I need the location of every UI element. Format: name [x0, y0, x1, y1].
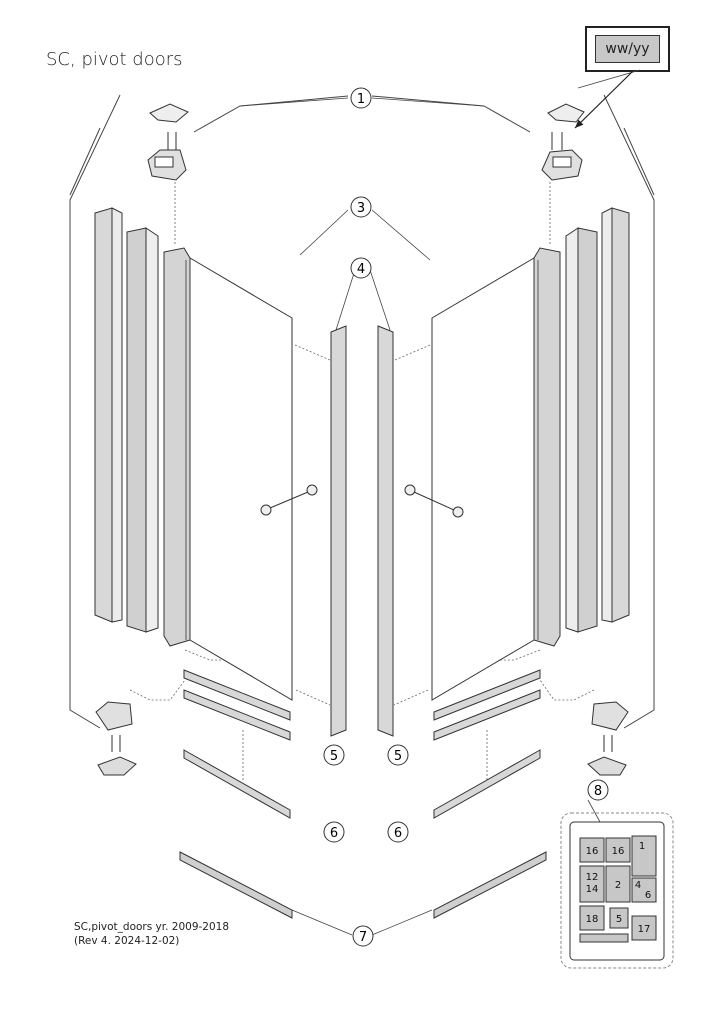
kit-label-1: 1: [639, 841, 645, 852]
kit-label-14: 14: [586, 884, 599, 895]
callout-1: 1: [350, 87, 372, 109]
kit-label-17: 17: [638, 924, 651, 935]
callout-1-label: 1: [357, 92, 365, 107]
callout-6-right: 6: [387, 821, 409, 843]
callout-8: 8: [587, 779, 609, 801]
center-profiles: [330, 325, 394, 737]
left-wall-profiles: [94, 207, 159, 633]
handles: [260, 484, 464, 518]
date-code-box: ww/yy: [585, 26, 670, 72]
callout-5-left: 5: [323, 744, 345, 766]
callout-3: 3: [350, 196, 372, 218]
right-door: [431, 247, 561, 701]
callout-7-label: 7: [359, 930, 367, 945]
kit-label-4: 4: [635, 880, 641, 891]
top-left-hinge: [147, 103, 189, 181]
callout-6-right-label: 6: [394, 826, 402, 841]
kit-label-2: 2: [615, 880, 621, 891]
callout-7: 7: [352, 925, 374, 947]
kit-label-6: 6: [645, 890, 651, 901]
kit-label-16b: 16: [612, 846, 625, 857]
parts-kit: 16 16 1 12 14 2 4 6 18 5 17: [560, 812, 674, 969]
bottom-left-hinge: [95, 701, 137, 776]
kit-label-16a: 16: [586, 846, 599, 857]
bottom-seals-left: [183, 669, 291, 741]
callout-5-left-label: 5: [330, 749, 338, 764]
kit-label-18: 18: [586, 914, 599, 925]
kit-label-5: 5: [616, 914, 622, 925]
footer-note: SC,pivot_doors yr. 2009-2018 (Rev 4. 202…: [74, 920, 229, 948]
bottom-right-hinge: [587, 701, 629, 776]
drip-profiles: [183, 749, 541, 819]
callout-4: 4: [350, 257, 372, 279]
footer-line-1: SC,pivot_doors yr. 2009-2018: [74, 921, 230, 933]
kit-label-12: 12: [586, 872, 599, 883]
left-door: [163, 247, 293, 701]
page-title: SC, pivot doors: [46, 49, 183, 70]
callout-5-right-label: 5: [394, 749, 402, 764]
callout-4-label: 4: [357, 262, 365, 277]
right-wall-profiles: [565, 207, 630, 633]
date-arrow: [574, 71, 633, 129]
callout-3-label: 3: [357, 201, 365, 216]
callout-6-left-label: 6: [330, 826, 338, 841]
bottom-seals-right: [433, 669, 541, 741]
callout-6-left: 6: [323, 821, 345, 843]
leader-lines: [239, 69, 641, 936]
bottom-profiles: [179, 851, 547, 919]
footer-line-2: (Rev 4. 2024-12-02): [74, 935, 180, 947]
top-right-hinge: [541, 103, 585, 181]
callout-5-right: 5: [387, 744, 409, 766]
date-code-label: ww/yy: [595, 35, 660, 63]
callout-8-label: 8: [594, 784, 602, 799]
